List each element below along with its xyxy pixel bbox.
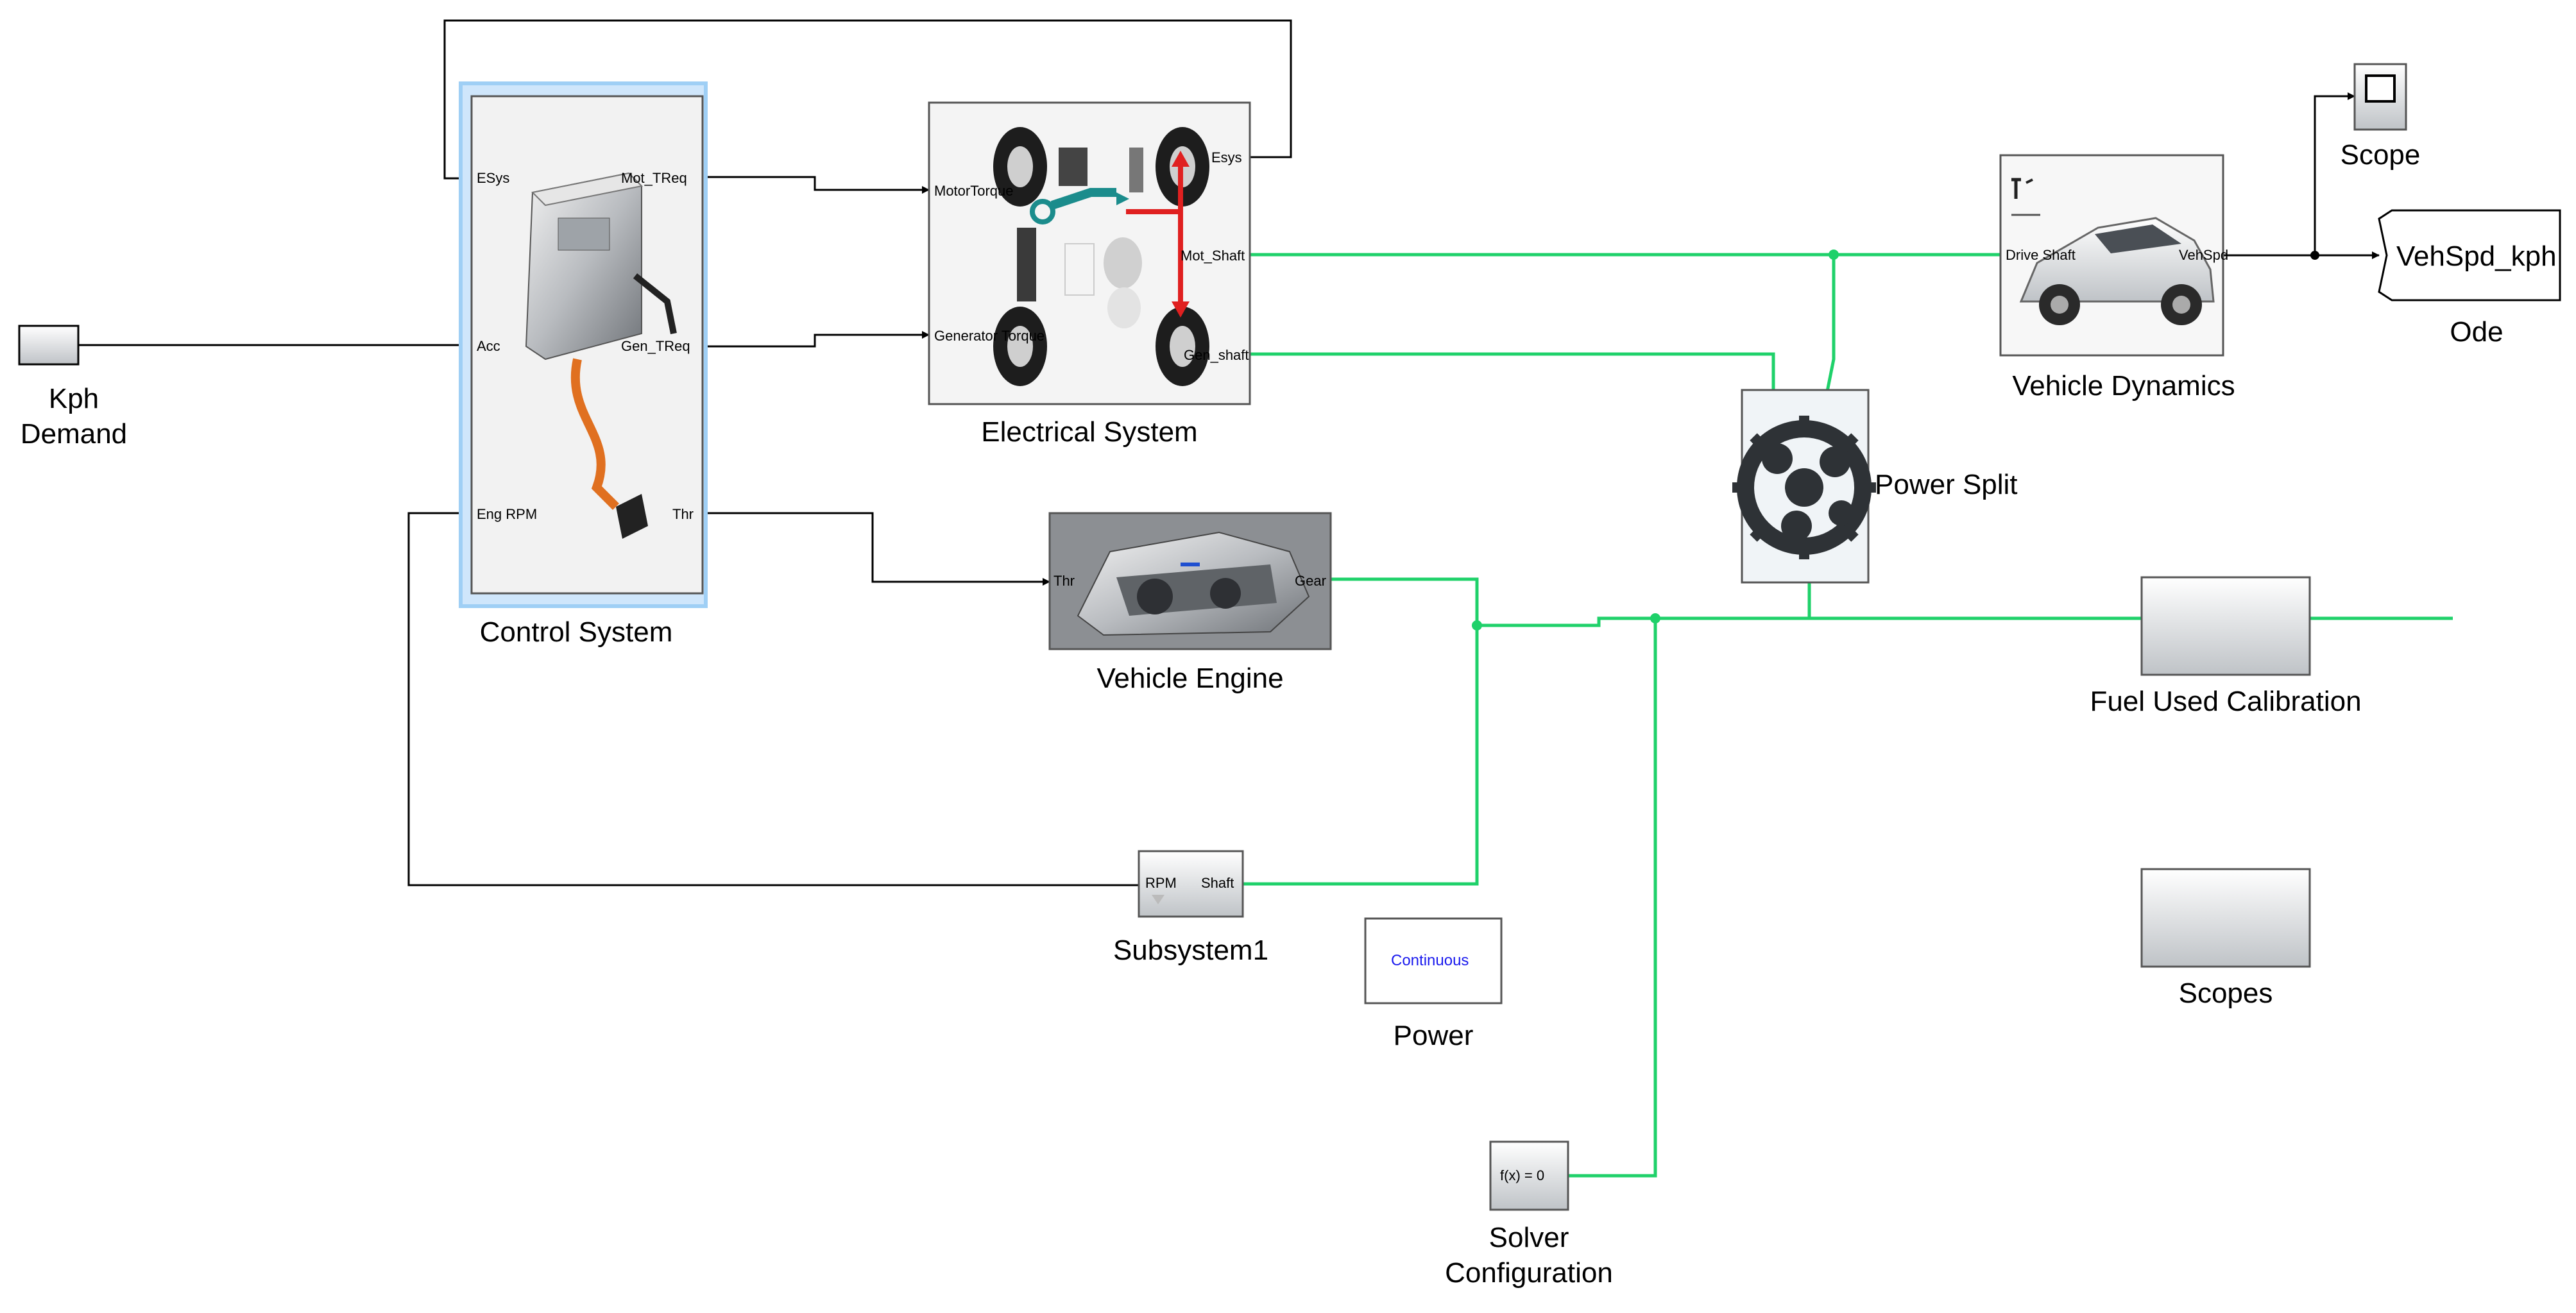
port-mot-shaft-out: Mot_Shaft [1181,248,1245,264]
solver-config-label: Solver Configuration [1417,1220,1641,1291]
line-esys-feedback [443,19,1292,182]
engine-image [1077,531,1310,636]
port-shaft-out: Shaft [1201,875,1234,891]
line-split-to-bus [1655,582,1811,620]
port-esys-in: ESys [477,170,510,186]
port-eng-rpm-in: Eng RPM [477,506,538,522]
scope-screen-icon [2365,74,2396,103]
ode-tag-block[interactable] [2378,209,2561,301]
car-image [2011,178,2215,325]
solver-label-line1: Solver [1488,1222,1569,1253]
subsystem1-block[interactable] [1138,850,1244,918]
gear-image [1732,416,1876,559]
line-rpm-feedback [407,509,1139,886]
port-esys-out: Esys [1211,149,1242,165]
port-engine-thr-in: Thr [1053,573,1075,589]
ode-signal-text: VehSpd_kph [2396,241,2557,272]
line-junction-to-split [1823,255,1836,402]
line-thr [703,512,1050,586]
fuel-used-calibration-label: Fuel Used Calibration [2090,686,2362,717]
vehicle-dynamics-label: Vehicle Dynamics [2012,370,2235,402]
scopes-label: Scopes [2178,978,2273,1009]
port-generator-torque-in: Generator Torque [934,328,1045,344]
power-split-label: Power Split [1875,469,2018,500]
subsystem1-label: Subsystem1 [1113,935,1269,966]
kph-demand-label-line1: Kph [48,383,99,414]
line-bus-to-solver [1568,618,1657,1178]
subsystem1-port-marker [1152,895,1164,904]
port-engine-gear-out: Gear [1295,573,1326,589]
port-acc-in: Acc [477,338,500,354]
physical-lines [1243,253,2453,1178]
port-thr-out: Thr [672,506,694,522]
port-vehspd-out: VehSpd [2179,247,2229,263]
port-gen-treq-out: Gen_TReq [621,338,690,354]
electrical-system-label: Electrical System [981,416,1198,448]
scopes-block[interactable] [2140,868,2311,968]
vehicle-engine-label: Vehicle Engine [1096,663,1284,694]
kph-demand-label: Kph Demand [13,381,135,452]
line-bus-to-subsystem [1243,625,1479,886]
vehspd-junction [2310,251,2319,260]
fuel-used-calibration-block[interactable] [2140,576,2311,676]
power-block-text: Continuous [1391,952,1469,969]
solver-config-block[interactable] [1489,1140,1569,1211]
signal-lines [78,19,2380,886]
port-gen-shaft-out: Gen_shaft [1184,347,1249,363]
control-system-label: Control System [479,616,673,648]
kph-demand-label-line2: Demand [20,418,128,450]
port-motortorque-in: MotorTorque [934,183,1014,199]
solver-label-line2: Configuration [1445,1257,1613,1289]
ode-label: Ode [2450,316,2503,348]
scope-label: Scope [2340,139,2421,171]
solver-block-text: f(x) = 0 [1500,1167,1545,1183]
line-gen-shaft [1250,352,1775,401]
power-label: Power [1393,1020,1474,1051]
physical-junctions [1472,250,1839,631]
kph-demand-block[interactable] [18,325,80,366]
inverter-image [525,172,677,539]
power-block[interactable] [1364,917,1503,1004]
electrical-system-image [993,127,1209,386]
port-mot-treq-out: Mot_TReq [621,170,687,186]
line-to-scope [2314,92,2355,255]
line-mot-treq [703,176,930,194]
line-gen-treq [703,331,930,348]
port-rpm-out: RPM [1145,875,1177,891]
port-drive-shaft-in: Drive Shaft [2006,247,2076,263]
